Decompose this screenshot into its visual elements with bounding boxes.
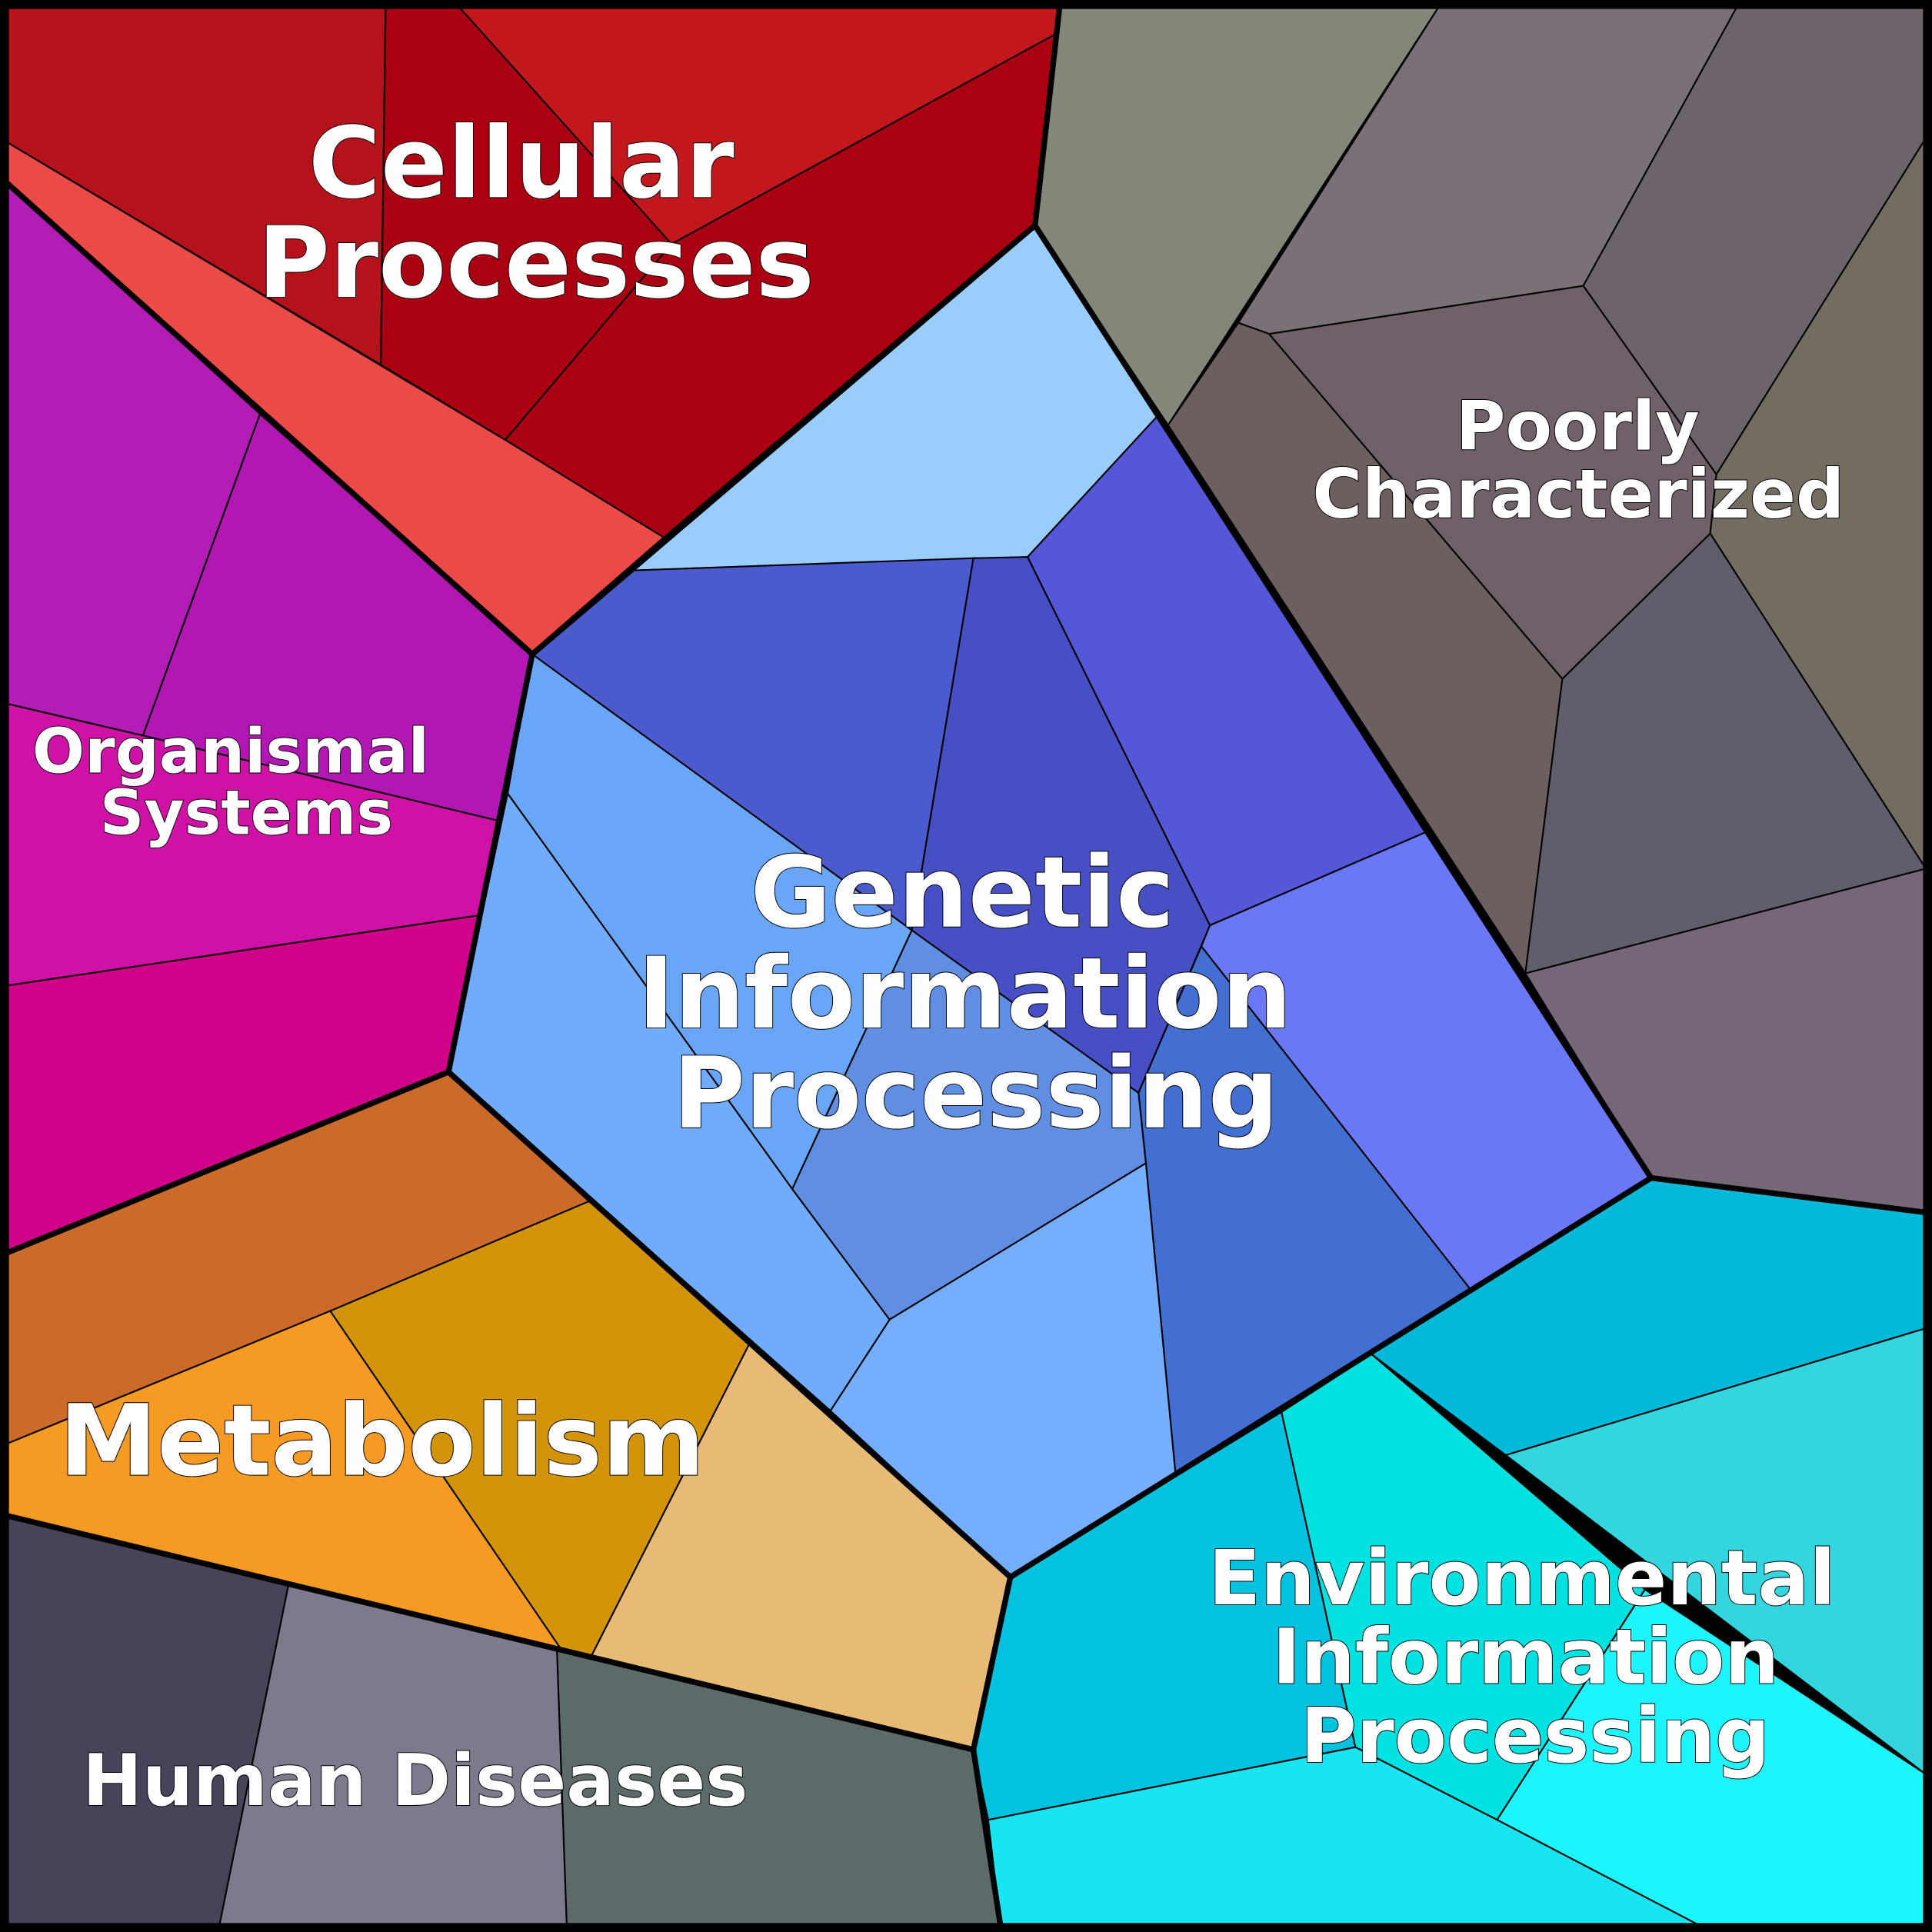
label-organismal-systems: Organismal Systems: [32, 715, 451, 848]
label-poorly-characterized: Poorly Characterized: [1312, 387, 1844, 534]
group-metabolism: [5, 1071, 1011, 1751]
label-human-diseases: Human Diseases: [82, 1739, 748, 1822]
label-environmental-information-processing: Environmental Information Processing: [1208, 1534, 1862, 1780]
label-metabolism: Metabolism: [59, 1384, 705, 1499]
label-cellular-processes: Cellular Processes: [258, 106, 814, 321]
group-organismal-systems: [5, 180, 534, 1254]
group-poorly-characterized: [1034, 5, 1927, 1214]
group-cellular-processes: [5, 5, 1061, 656]
label-genetic-information-processing: Genetic Information Processing: [638, 836, 1326, 1151]
group-environmental: [972, 1177, 1927, 1927]
group-genetic-information-processing: [447, 224, 1653, 1578]
